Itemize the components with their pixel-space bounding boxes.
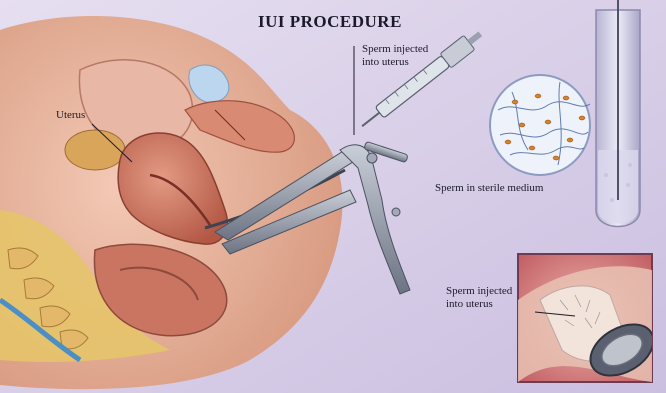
sperm-medium-circle bbox=[490, 75, 590, 175]
injected-label-top-line1: Sperm injected bbox=[362, 43, 429, 55]
injected-label-inset-line2: into uterus bbox=[446, 298, 493, 310]
test-tube bbox=[596, 0, 640, 227]
page-title: IUI PROCEDURE bbox=[258, 12, 402, 31]
inset-detail bbox=[518, 254, 662, 386]
injected-label-top-line2: into uterus bbox=[362, 56, 409, 68]
injected-label-inset-line1: Sperm injected bbox=[446, 285, 513, 297]
sterile-medium-label: Sperm in sterile medium bbox=[435, 182, 544, 194]
uterus-label: Uterus bbox=[56, 109, 85, 121]
